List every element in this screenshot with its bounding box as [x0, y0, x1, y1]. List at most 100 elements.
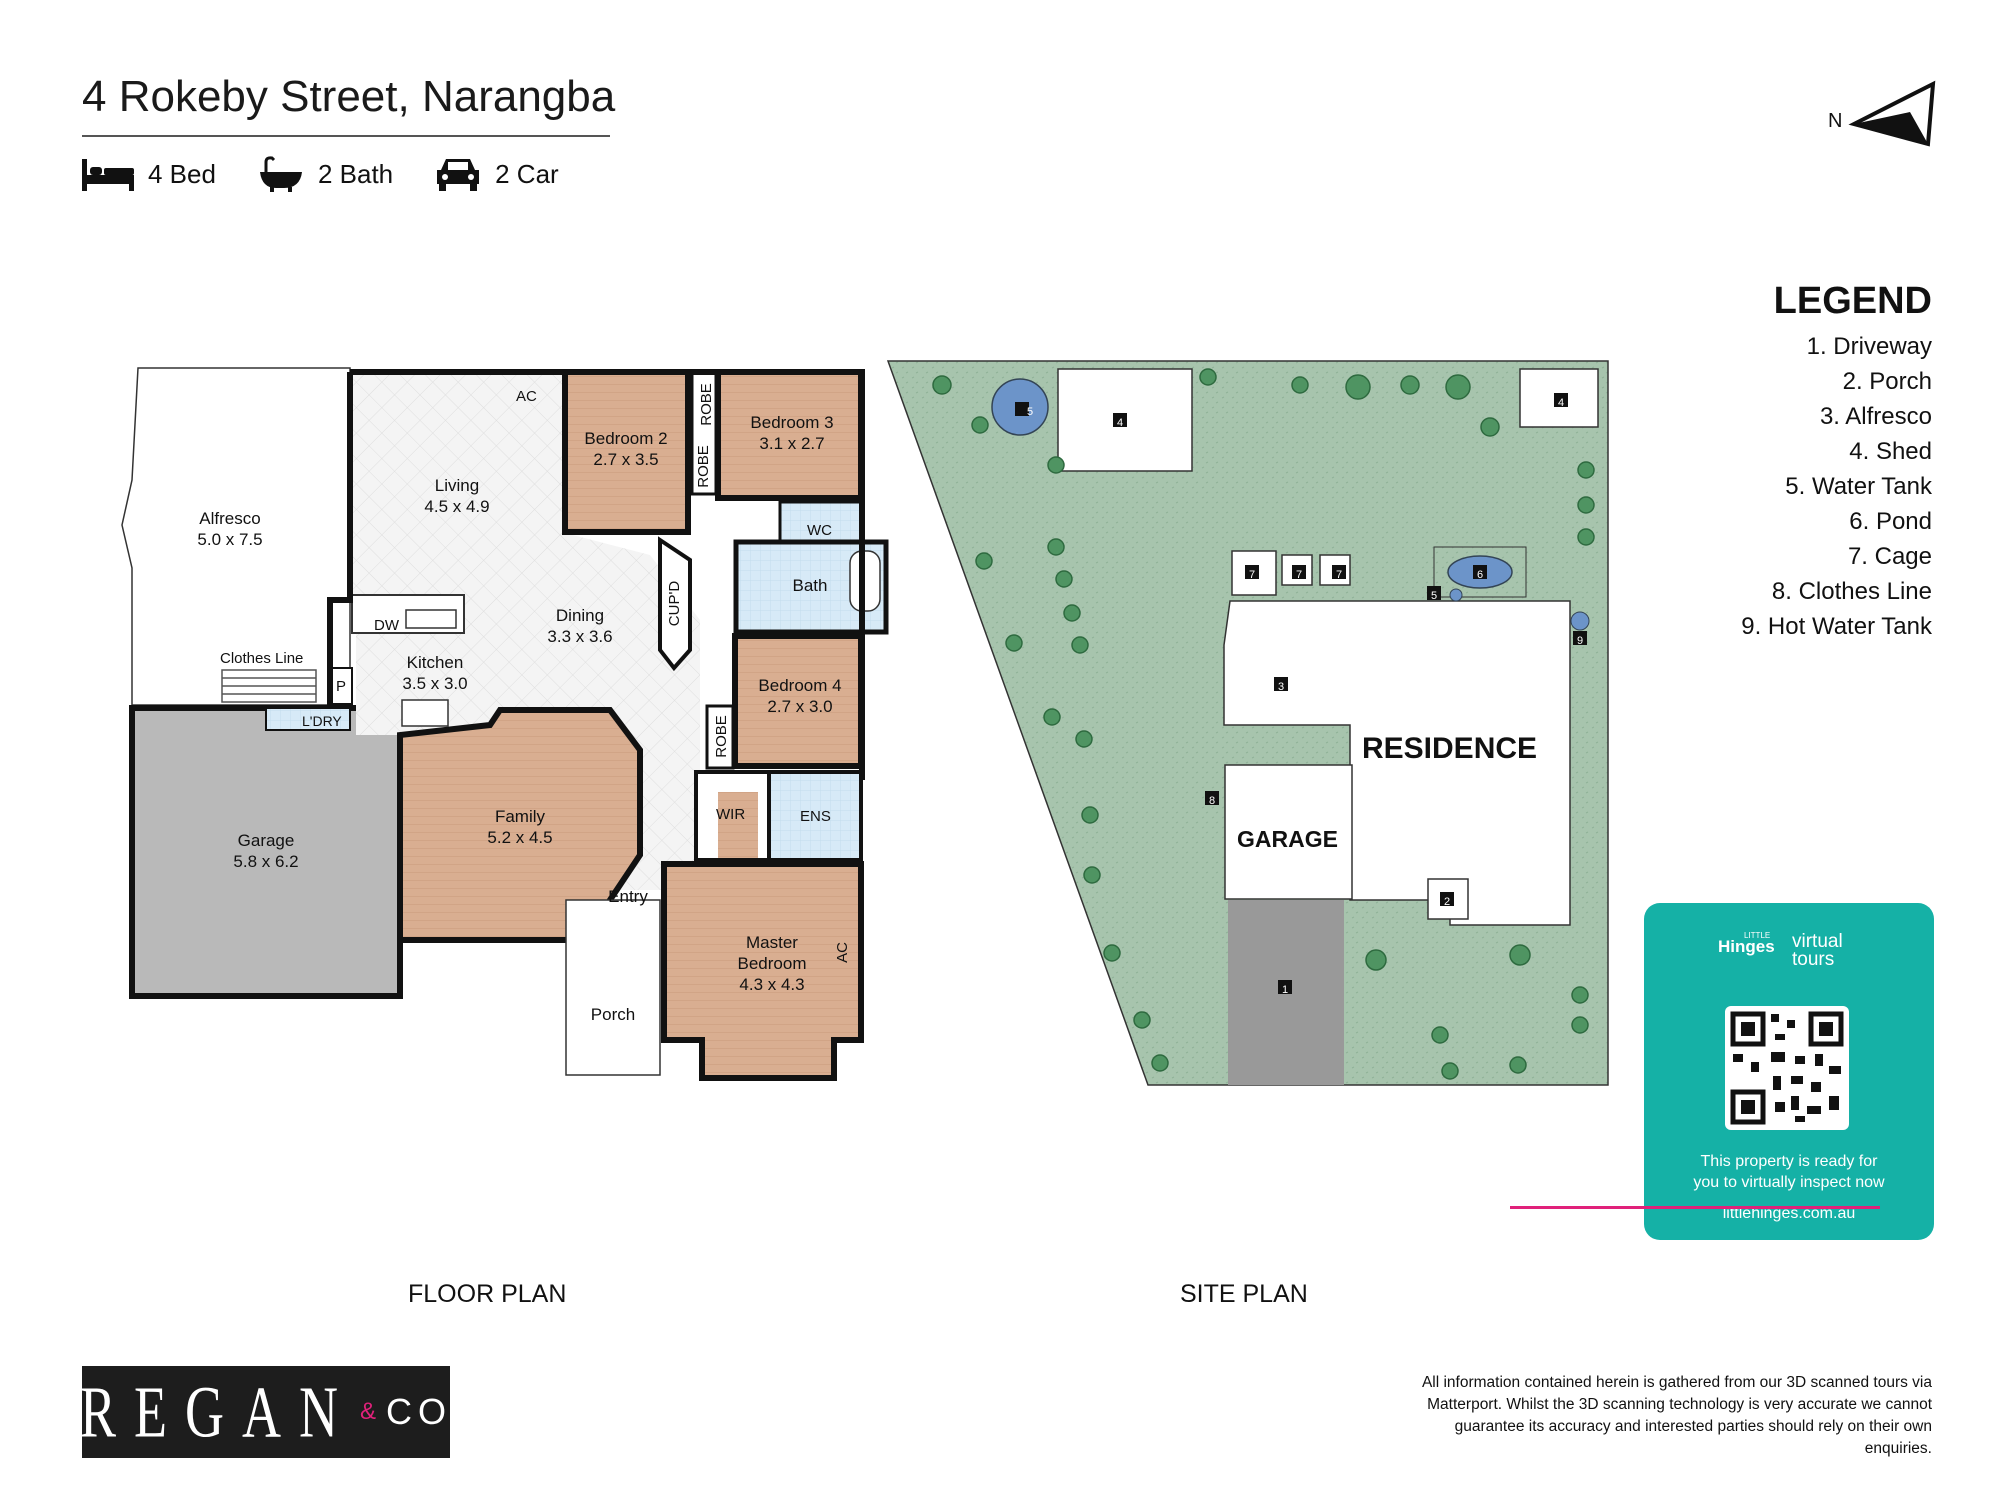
porch-area	[565, 899, 661, 1076]
tours-word: tours	[1792, 949, 1835, 970]
logo-ampersand: &	[360, 1398, 377, 1425]
room-name: Alfresco	[199, 509, 261, 528]
room-dim: 4.5 x 4.9	[424, 497, 490, 516]
floor-plan	[121, 367, 889, 1081]
legend-item: 3. Alfresco	[1819, 403, 1932, 430]
virtual-tour-link[interactable]: littlehinges.com.au	[1722, 1205, 1856, 1222]
family-label: Family 5.2 x 4.5	[460, 806, 580, 848]
marker-5b: 5	[1430, 590, 1438, 602]
agency-logo: REGAN & CO	[80, 1366, 453, 1458]
site-plan-label: SITE PLAN	[1180, 1280, 1308, 1308]
entry-label: Entry	[608, 887, 648, 906]
clothes-line	[221, 669, 317, 703]
bath-stat: 2 Bath	[258, 156, 393, 192]
legend-title: LEGEND	[1773, 280, 1932, 322]
pantry-label: P	[336, 678, 347, 695]
robe-label: ROBE	[697, 383, 715, 426]
room-dim: 3.3 x 3.6	[547, 627, 613, 646]
laundry-floor	[265, 707, 351, 731]
accent-line	[1510, 1206, 1880, 1209]
bed-icon	[82, 159, 134, 191]
garage-building	[1224, 764, 1353, 900]
marker-2: 2	[1443, 896, 1451, 908]
laundry-label: L'DRY	[302, 713, 342, 729]
bedroom-2-floor	[562, 369, 691, 535]
ensuite-label: ENS	[800, 808, 831, 825]
robe-label: ROBE	[712, 715, 730, 758]
room-dim: 5.2 x 4.5	[487, 828, 553, 847]
logo-co: CO	[386, 1391, 453, 1432]
legend-item: 4. Shed	[1849, 438, 1932, 465]
floor-plan-label: FLOOR PLAN	[408, 1280, 567, 1308]
site-plan	[886, 360, 1609, 1086]
residence-building	[1223, 600, 1571, 926]
cooktop-icon	[401, 699, 449, 727]
wir-floor	[718, 792, 758, 858]
logo-brand: REGAN	[80, 1371, 356, 1453]
bedroom-3-label: Bedroom 3 3.1 x 2.7	[724, 412, 860, 454]
disclaimer: All information contained herein is gath…	[1421, 1374, 1932, 1457]
property-stats: 4 Bed 2 Bath 2 Car	[82, 156, 601, 192]
wir-label: WIR	[716, 806, 746, 823]
ac-label: AC	[516, 388, 537, 405]
car-icon	[437, 159, 480, 191]
marker-9: 9	[1576, 635, 1584, 647]
robe-storage	[690, 370, 718, 496]
ac-label-master: AC	[833, 942, 851, 963]
little-label: LITTLE	[1744, 931, 1771, 940]
virtual-word: virtual	[1792, 931, 1843, 952]
wc-floor	[778, 500, 863, 544]
bath-count: 2 Bath	[317, 158, 394, 189]
room-name: Bedroom	[737, 954, 807, 973]
robe-label: ROBE	[694, 445, 712, 488]
bed-stat: 4 Bed	[82, 157, 216, 191]
robe-storage-2	[705, 704, 735, 770]
qr-code[interactable]	[1725, 1006, 1849, 1130]
pond-area	[1433, 546, 1527, 598]
room-name: Family	[494, 807, 546, 826]
cupboard-label: CUP'D	[666, 580, 684, 627]
legend-item: 6. Pond	[1849, 508, 1932, 535]
legend-item: 8. Clothes Line	[1771, 578, 1932, 605]
room-name: Bedroom 2	[584, 429, 668, 448]
porch-label: Porch	[590, 1005, 636, 1024]
marker-4: 4	[1116, 417, 1124, 429]
room-name: Bedroom 3	[750, 413, 834, 432]
clothes-line-label: Clothes Line	[220, 650, 304, 667]
marker-6: 6	[1476, 569, 1484, 581]
dishwasher-label: DW	[374, 617, 399, 634]
room-name: Dining	[555, 606, 605, 625]
room-dim: 5.8 x 6.2	[233, 852, 299, 871]
marker-1: 1	[1281, 984, 1289, 996]
exterior-walls	[327, 369, 865, 780]
marker-7a: 7	[1248, 569, 1256, 581]
living-label: Living 4.5 x 4.9	[387, 475, 527, 517]
room-name: Living	[434, 476, 480, 495]
trees	[932, 368, 1595, 1080]
north-label: N	[1828, 110, 1843, 132]
room-dim: 4.3 x 4.3	[739, 975, 805, 994]
title-divider	[82, 135, 610, 137]
dining-label: Dining 3.3 x 3.6	[520, 605, 640, 647]
hot-water-tank	[1570, 611, 1590, 631]
residence-label: RESIDENCE	[1362, 732, 1538, 765]
legend-item: 7. Cage	[1847, 543, 1932, 570]
room-name: Master	[746, 933, 798, 952]
room-name: Garage	[237, 831, 295, 850]
room-dim: 3.1 x 2.7	[759, 434, 825, 453]
message-line: This property is ready for	[1700, 1153, 1878, 1170]
legend: LEGEND 1. Driveway 2. Porch 3. Alfresco …	[1741, 280, 1932, 644]
cupboard	[658, 536, 692, 672]
room-dim: 5.0 x 7.5	[197, 530, 263, 549]
water-tank-small	[1449, 588, 1463, 602]
bath-label: Bath	[792, 576, 828, 595]
legend-item: 1. Driveway	[1806, 333, 1932, 360]
site-markers	[1015, 393, 1587, 994]
site-garage-label: GARAGE	[1237, 826, 1338, 852]
